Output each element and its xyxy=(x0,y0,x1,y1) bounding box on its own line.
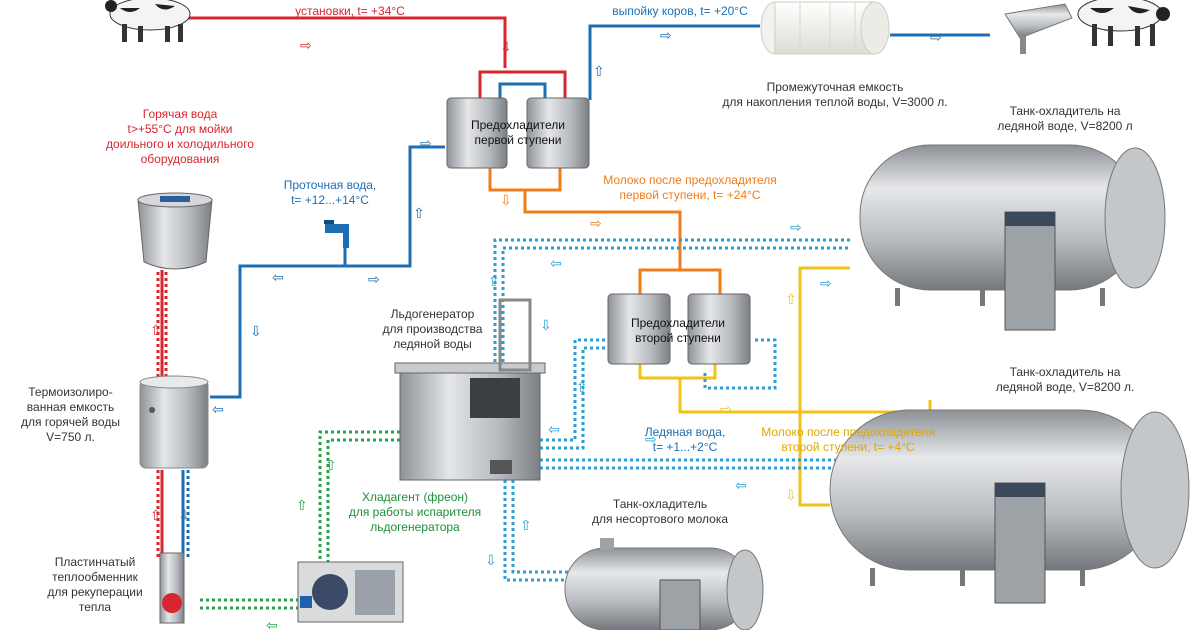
plate-heat-exchanger xyxy=(159,552,185,624)
drinking-trough-image xyxy=(1004,3,1073,54)
precooler-stage1 xyxy=(446,97,590,169)
freon-pipes xyxy=(200,430,400,610)
svg-text:⇨: ⇨ xyxy=(368,272,380,288)
precooler-stage2 xyxy=(607,293,751,365)
ice-water-pipes xyxy=(493,238,860,582)
svg-text:⇩: ⇩ xyxy=(500,193,512,209)
svg-text:⇧: ⇧ xyxy=(785,292,797,308)
svg-text:⇨: ⇨ xyxy=(820,276,832,292)
flow-arrows: ⇨ ⇩ ⇧ ⇨ ⇨ ⇨ ⇧ ⇧ ⇩ ⇩ ⇦ ⇨ ⇦ ⇧ ⇩ ⇨ ⇦ ⇨ ⇨ ⇧ … xyxy=(150,28,942,630)
low-grade-milk-tank xyxy=(564,538,764,630)
hot-water-pipes xyxy=(160,16,567,560)
svg-text:⇧: ⇧ xyxy=(520,518,532,534)
cooling-tank-1 xyxy=(859,144,1166,331)
label-ice-water: Ледяная вода, t= +1...+2°С xyxy=(644,425,726,454)
svg-text:⇦: ⇦ xyxy=(272,270,284,286)
label-milk-after-pc1: Молоко после предохладителя первой ступе… xyxy=(603,173,777,202)
svg-text:⇧: ⇧ xyxy=(296,498,308,514)
svg-text:⇨: ⇨ xyxy=(300,38,312,54)
svg-text:⇨: ⇨ xyxy=(790,220,802,236)
svg-text:⇦: ⇦ xyxy=(548,422,560,438)
svg-text:⇩: ⇩ xyxy=(485,553,497,569)
cooling-tank-2 xyxy=(829,409,1190,604)
svg-text:⇧: ⇧ xyxy=(413,206,425,222)
svg-text:⇨: ⇨ xyxy=(660,28,672,44)
svg-text:⇦: ⇦ xyxy=(266,618,278,630)
water-tap-icon xyxy=(324,220,349,248)
svg-text:⇧: ⇧ xyxy=(576,380,588,396)
label-plate-hx: Пластинчатый теплообменник для рекуперац… xyxy=(47,555,143,614)
cow-right-image xyxy=(1077,0,1170,46)
svg-text:⇧: ⇧ xyxy=(593,64,605,80)
label-tap-water: Проточная вода, t= +12...+14°С xyxy=(283,178,377,207)
label-tank1: Танк-охладитель на ледяной воде, V=8200 … xyxy=(997,104,1133,133)
svg-text:⇩: ⇩ xyxy=(540,318,552,334)
svg-text:⇧: ⇧ xyxy=(325,458,337,474)
cold-water-pipes xyxy=(181,24,990,560)
label-hot-water: Горячая вода t>+55°С для мойки доильного… xyxy=(106,107,254,166)
svg-text:⇦: ⇦ xyxy=(212,402,224,418)
svg-text:⇩: ⇩ xyxy=(250,324,262,340)
svg-text:⇧: ⇧ xyxy=(488,274,500,290)
svg-text:⇩: ⇩ xyxy=(178,508,190,524)
svg-text:⇨: ⇨ xyxy=(590,216,602,232)
compressor-unit xyxy=(297,561,404,623)
label-intermediate-tank: Промежуточная емкость для накопления теп… xyxy=(722,80,948,109)
hot-water-dotted-pipes xyxy=(156,272,168,560)
thermo-insulated-tank xyxy=(139,375,209,469)
svg-text:⇨: ⇨ xyxy=(420,136,432,152)
svg-text:⇧: ⇧ xyxy=(150,323,162,339)
svg-text:⇨: ⇨ xyxy=(720,402,732,418)
label-top-left: установки, t= +34°С xyxy=(295,4,405,18)
svg-text:⇨: ⇨ xyxy=(930,30,942,46)
svg-text:⇩: ⇩ xyxy=(500,40,512,56)
svg-text:⇩: ⇩ xyxy=(785,488,797,504)
label-tank2: Танк-охладитель на ледяной воде, V=8200 … xyxy=(995,365,1135,394)
intermediate-plastic-tank xyxy=(760,1,890,55)
hot-water-tank-top xyxy=(137,192,213,270)
svg-text:⇦: ⇦ xyxy=(735,478,747,494)
svg-text:⇧: ⇧ xyxy=(150,508,162,524)
label-precooler1: Предохладители первой ступени xyxy=(471,118,565,147)
ice-generator-unit xyxy=(394,298,546,481)
label-top-right: выпойку коров, t= +20°С xyxy=(612,4,748,18)
label-thermo-tank: Термоизолиро- ванная емкость для горячей… xyxy=(21,385,120,444)
label-low-grade-tank: Танк-охладитель для несортового молока xyxy=(591,497,729,526)
label-precooler2: Предохладители второй ступени xyxy=(631,316,725,345)
svg-text:⇦: ⇦ xyxy=(550,256,562,272)
label-ice-generator: Льдогенератор для производства ледяной в… xyxy=(382,307,483,351)
svg-text:⇨: ⇨ xyxy=(645,432,657,448)
cow-left-image xyxy=(105,0,191,42)
label-milk-after-pc2: Молоко после предохладителя второй ступе… xyxy=(761,425,935,454)
label-freon: Хладагент (фреон) для работы испарителя … xyxy=(348,490,482,534)
